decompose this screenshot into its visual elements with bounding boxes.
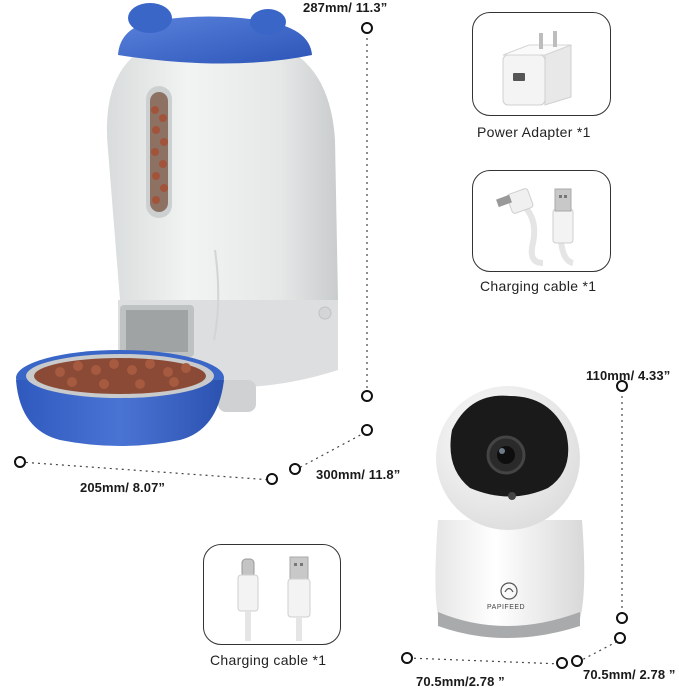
dim-dot [616, 612, 628, 624]
dim-dot [289, 463, 301, 475]
camera-depth-label: 70.5mm/ 2.78 ” [583, 667, 676, 682]
dc-cable-icon [496, 188, 574, 266]
dim-dot [401, 652, 413, 664]
feeder-height-label: 287mm/ 11.3” [303, 0, 388, 15]
camera-depth-line [577, 639, 621, 663]
camera-width-label: 70.5mm/2.78 ” [416, 674, 505, 689]
usb-c-cable-caption: Charging cable *1 [210, 652, 327, 668]
usb-c-cable-icon [237, 556, 311, 641]
dim-dot [14, 456, 26, 468]
dim-dot [614, 632, 626, 644]
dim-dot [616, 380, 628, 392]
power-adapter-caption: Power Adapter *1 [477, 124, 591, 140]
dim-dot [556, 657, 568, 669]
feeder-depth-label: 300mm/ 11.8” [316, 467, 401, 482]
dim-dot [361, 22, 373, 34]
camera-width-line [407, 657, 563, 665]
dc-cable-box [472, 170, 611, 272]
power-adapter-box [472, 12, 611, 116]
usb-c-cable-box [203, 544, 341, 645]
camera-brand-label: PAPIFEED [487, 604, 526, 611]
feeder-depth-line [294, 431, 367, 471]
dim-dot [361, 424, 373, 436]
power-adapter-icon [502, 31, 572, 106]
dim-dot [571, 655, 583, 667]
dim-dot [361, 390, 373, 402]
camera-height-label: 110mm/ 4.33” [586, 368, 671, 383]
dim-dot [266, 473, 278, 485]
feeder-width-label: 205mm/ 8.07” [80, 480, 166, 495]
dc-cable-caption: Charging cable *1 [480, 278, 597, 294]
feeder-width-line [19, 461, 273, 481]
